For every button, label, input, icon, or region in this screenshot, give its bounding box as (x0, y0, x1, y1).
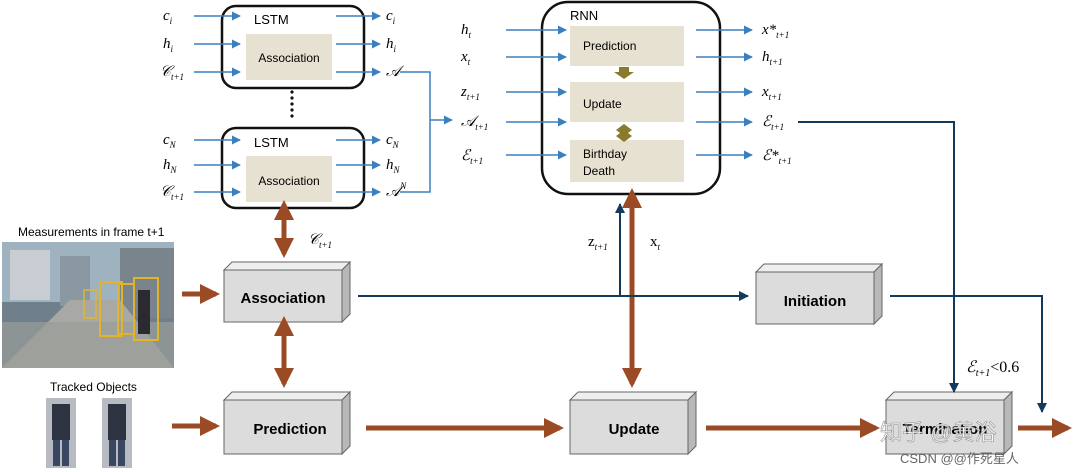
threshold-label: ℰt+1<0.6 (966, 359, 1019, 379)
lstm-bottom-association-label: Association (258, 174, 319, 188)
zhihu-watermark: 知乎 @黄浴 (880, 420, 996, 445)
svg-text:ht: ht (461, 22, 472, 40)
prediction-box: Prediction (222, 390, 352, 456)
svg-text:ℰ*t+1: ℰ*t+1 (762, 148, 792, 166)
svg-text:cN: cN (386, 132, 400, 150)
termination-box: Termination (884, 390, 1014, 456)
lstm-top-in-c: c (163, 8, 170, 24)
initiation-box: Initiation (754, 262, 884, 326)
lstm-bottom-association-block (246, 156, 332, 202)
a-merge-connector (400, 71, 453, 193)
lstm-top-association-block (246, 34, 332, 80)
svg-text:𝒞t+1: 𝒞t+1 (160, 64, 184, 82)
svg-text:ℰt+1: ℰt+1 (762, 114, 784, 132)
termination-box-label: Termination (903, 421, 988, 438)
csdn-watermark: CSDN @@作死星人 (900, 451, 1019, 466)
rnn-block: RNN Prediction Update Birthday Death ht … (460, 0, 792, 196)
svg-text:𝒜t+1: 𝒜t+1 (461, 114, 488, 132)
measurements-panel: Measurements in frame t+1 (2, 225, 174, 368)
tracked-objects-panel: Tracked Objects (46, 380, 137, 468)
measurements-label: Measurements in frame t+1 (18, 225, 165, 239)
initiation-box-label: Initiation (784, 293, 847, 310)
svg-text:hN: hN (386, 157, 401, 175)
lstm-top-title: LSTM (254, 12, 289, 27)
rnn-double-arrow-icon (616, 124, 632, 142)
lstm-bottom-block: LSTM Association cN hN 𝒞t+1 cN hN 𝒜N (160, 126, 407, 210)
svg-text:xt+1: xt+1 (761, 84, 782, 102)
prediction-box-label: Prediction (253, 421, 326, 438)
svg-text:hi: hi (163, 36, 174, 54)
ellipsis-dots (290, 90, 294, 118)
update-box-label: Update (609, 421, 660, 438)
brown-flow-arrows (172, 188, 1072, 438)
svg-text:hi: hi (386, 36, 397, 54)
rnn-update-label: Update (583, 97, 622, 111)
svg-text:𝒜N: 𝒜N (386, 181, 407, 200)
svg-text:ℰt+1: ℰt+1 (461, 148, 483, 166)
x-t-label: xt (650, 234, 661, 252)
svg-text:xt: xt (460, 49, 471, 67)
update-box: Update (568, 390, 698, 456)
lstm-top-in-h: h (163, 36, 171, 52)
lstm-top-block: LSTM Association ci hi 𝒞t+1 ci hi 𝒜 (160, 4, 405, 90)
svg-text:zt+1: zt+1 (460, 84, 480, 102)
svg-text:ht+1: ht+1 (762, 49, 783, 67)
association-box: Association (222, 260, 352, 324)
z-t1-label: zt+1 (588, 234, 608, 252)
rnn-birthday-label: Birthday (583, 147, 627, 161)
svg-text:cN: cN (163, 132, 177, 150)
rnn-prediction-block (570, 26, 684, 66)
lstm-top-association-label: Association (258, 51, 319, 65)
rnn-title: RNN (570, 8, 598, 23)
lstm-bottom-title: LSTM (254, 135, 289, 150)
svg-text:𝒞t+1: 𝒞t+1 (160, 184, 184, 202)
c-t1-label: 𝒞t+1 (308, 232, 332, 250)
rnn-birthday-death-block (570, 140, 684, 182)
association-box-label: Association (240, 290, 325, 307)
svg-text:x*t+1: x*t+1 (761, 22, 789, 40)
tracked-objects-label: Tracked Objects (50, 380, 137, 394)
svg-text:ci: ci (386, 8, 396, 26)
svg-text:hN: hN (163, 157, 178, 175)
lstm-top-out-h: h (386, 36, 394, 52)
rnn-outputs: x*t+1 ht+1 xt+1 ℰt+1 ℰ*t+1 (696, 22, 792, 166)
rnn-update-block (570, 82, 684, 122)
svg-text:ci: ci (163, 8, 173, 26)
rnn-down-arrow-icon (614, 67, 634, 79)
rnn-prediction-label: Prediction (583, 39, 636, 53)
lstm-top-out-c: c (386, 8, 393, 24)
rnn-death-label: Death (583, 164, 615, 178)
dark-flow-arrows (358, 121, 1047, 413)
